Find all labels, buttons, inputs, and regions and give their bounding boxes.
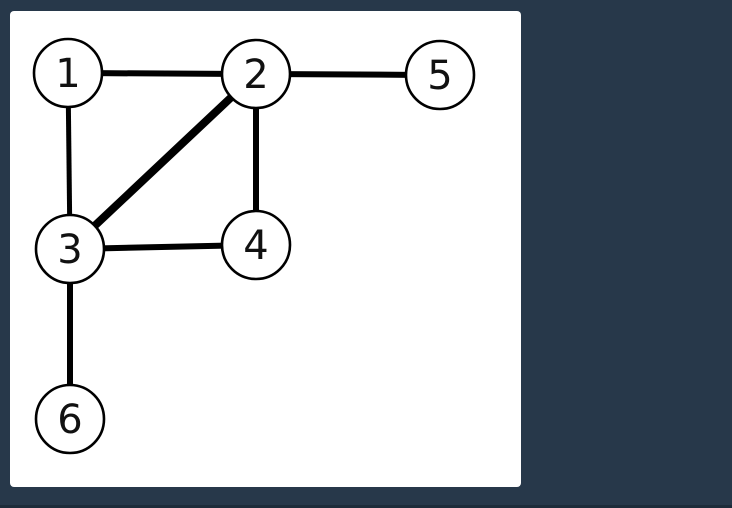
graph-node-circle-5 xyxy=(404,39,476,111)
graph-edge-2-5 xyxy=(286,71,410,78)
graph-node-1[interactable]: 1 xyxy=(32,37,104,109)
node-layer: 1 2 5 3 4 6 xyxy=(32,37,476,455)
graph-node-circle-4 xyxy=(220,209,292,281)
graph-node-label-3: 3 xyxy=(57,227,82,273)
graph-node-3[interactable]: 3 xyxy=(34,213,106,285)
graph-node-circle-6 xyxy=(34,383,106,455)
graph-node-circle-2 xyxy=(220,38,292,110)
graph-node-circle-1 xyxy=(32,37,104,109)
graph-diagram: 1 2 5 3 4 6 xyxy=(32,37,476,455)
graph-edge-2-3 xyxy=(89,92,237,231)
graph-node-label-5: 5 xyxy=(427,53,452,99)
graph-node-label-6: 6 xyxy=(57,397,82,443)
graph-node-label-1: 1 xyxy=(55,51,80,97)
graph-node-label-2: 2 xyxy=(243,52,268,98)
graph-edge-3-4 xyxy=(100,242,226,252)
graph-node-5[interactable]: 5 xyxy=(404,39,476,111)
graph-node-label-4: 4 xyxy=(243,223,268,269)
graph-edge-1-3 xyxy=(65,103,73,219)
graph-node-4[interactable]: 4 xyxy=(220,209,292,281)
edge-layer xyxy=(65,70,410,388)
graph-node-circle-3 xyxy=(34,213,106,285)
graph-canvas-panel: 1 2 5 3 4 6 xyxy=(10,11,521,487)
graph-edge-1-2 xyxy=(98,70,226,77)
graph-node-2[interactable]: 2 xyxy=(220,38,292,110)
window-bottom-edge xyxy=(0,505,732,508)
graph-node-6[interactable]: 6 xyxy=(34,383,106,455)
